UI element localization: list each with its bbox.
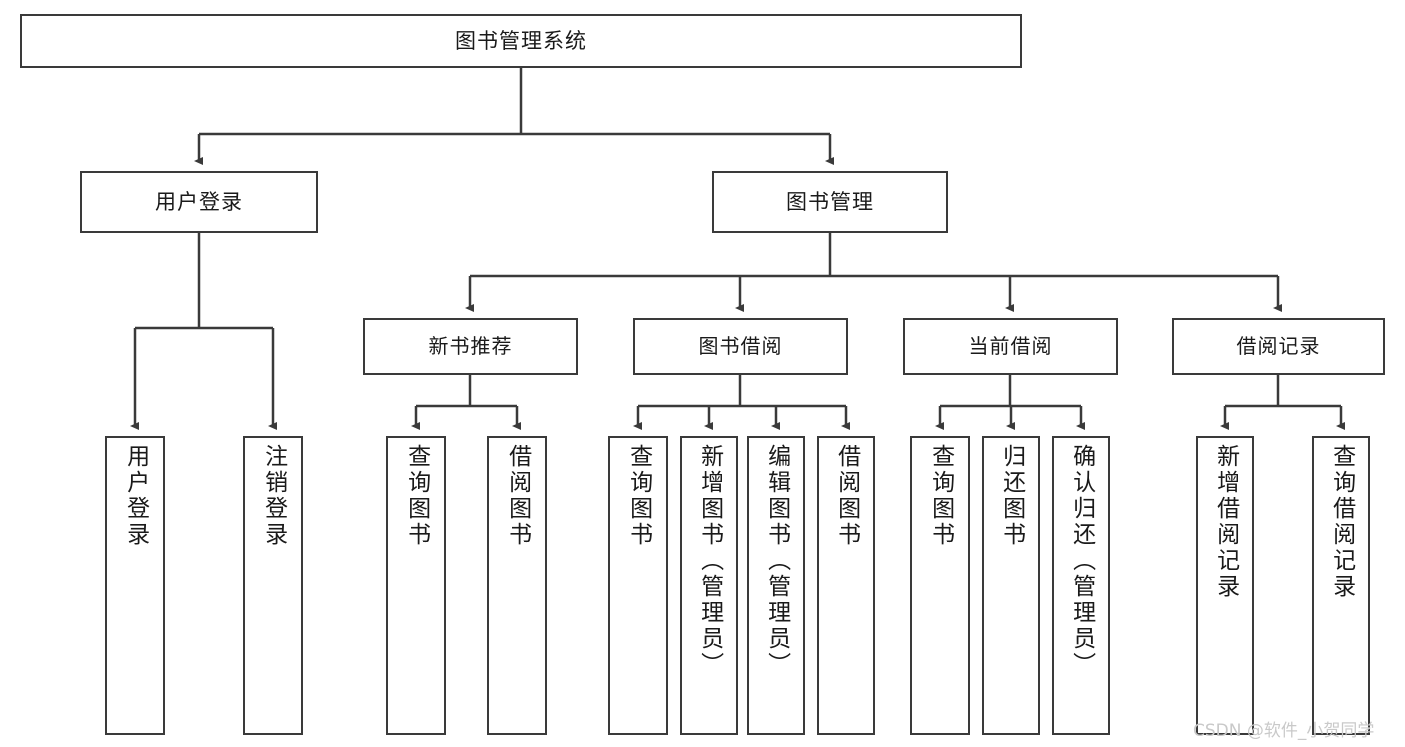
node-book-borrow[interactable]: 图书借阅 xyxy=(633,318,848,375)
node-leaf-return-book[interactable]: 归还图书 xyxy=(982,436,1040,735)
node-leaf-add-record-label: 新增借阅记录 xyxy=(1212,444,1239,600)
node-leaf-logout[interactable]: 注销登录 xyxy=(243,436,303,735)
node-leaf-query-record-label: 查询借阅记录 xyxy=(1328,444,1355,600)
node-leaf-query-book-1[interactable]: 查询图书 xyxy=(386,436,446,735)
node-borrow-record-label: 借阅记录 xyxy=(1236,333,1321,358)
node-borrow-record[interactable]: 借阅记录 xyxy=(1172,318,1385,375)
node-leaf-confirm-return[interactable]: 确认归还（管理员） xyxy=(1052,436,1110,735)
node-book-manage[interactable]: 图书管理 xyxy=(712,171,948,233)
node-leaf-edit-book[interactable]: 编辑图书（管理员） xyxy=(747,436,805,735)
node-leaf-query-book-3-label: 查询图书 xyxy=(927,444,954,548)
node-leaf-user-login-label: 用户登录 xyxy=(122,444,149,548)
node-current-borrow-label: 当前借阅 xyxy=(968,333,1053,358)
node-leaf-borrow-book-1-label: 借阅图书 xyxy=(504,444,531,548)
node-leaf-return-book-label: 归还图书 xyxy=(998,444,1025,548)
node-leaf-add-book[interactable]: 新增图书（管理员） xyxy=(680,436,738,735)
node-leaf-borrow-book-2-label: 借阅图书 xyxy=(833,444,860,548)
node-leaf-confirm-return-label: 确认归还（管理员） xyxy=(1068,444,1095,678)
node-new-book-rec[interactable]: 新书推荐 xyxy=(363,318,578,375)
node-new-book-rec-label: 新书推荐 xyxy=(428,333,513,358)
node-leaf-query-book-2[interactable]: 查询图书 xyxy=(608,436,668,735)
node-leaf-edit-book-label: 编辑图书（管理员） xyxy=(763,444,790,678)
node-leaf-logout-label: 注销登录 xyxy=(260,444,287,548)
node-root-label: 图书管理系统 xyxy=(455,28,587,53)
node-book-borrow-label: 图书借阅 xyxy=(698,333,783,358)
node-leaf-add-record[interactable]: 新增借阅记录 xyxy=(1196,436,1254,735)
node-leaf-borrow-book-2[interactable]: 借阅图书 xyxy=(817,436,875,735)
node-user-login-label: 用户登录 xyxy=(155,189,243,214)
node-leaf-add-book-label: 新增图书（管理员） xyxy=(696,444,723,678)
node-leaf-query-book-1-label: 查询图书 xyxy=(403,444,430,548)
node-book-manage-label: 图书管理 xyxy=(786,189,874,214)
node-leaf-borrow-book-1[interactable]: 借阅图书 xyxy=(487,436,547,735)
node-leaf-user-login[interactable]: 用户登录 xyxy=(105,436,165,735)
node-current-borrow[interactable]: 当前借阅 xyxy=(903,318,1118,375)
node-leaf-query-book-2-label: 查询图书 xyxy=(625,444,652,548)
node-leaf-query-book-3[interactable]: 查询图书 xyxy=(910,436,970,735)
node-user-login[interactable]: 用户登录 xyxy=(80,171,318,233)
csdn-watermark: CSDN @软件_小贺同学 xyxy=(1193,721,1375,741)
node-root[interactable]: 图书管理系统 xyxy=(20,14,1022,68)
node-leaf-query-record[interactable]: 查询借阅记录 xyxy=(1312,436,1370,735)
